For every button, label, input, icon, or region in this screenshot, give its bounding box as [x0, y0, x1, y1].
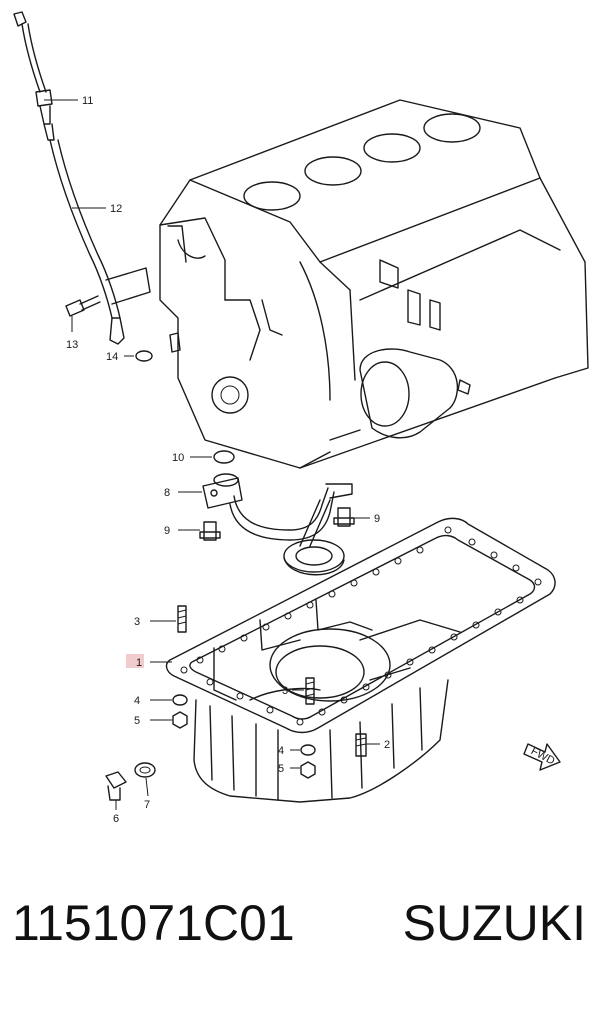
callout-3-left: 3 [134, 616, 140, 628]
stud-center [305, 677, 315, 705]
oil-level-dipstick [13, 11, 47, 93]
nut-right [300, 761, 316, 779]
strainer-bolt-right [333, 507, 355, 527]
dipstick-handle [35, 89, 55, 141]
flange-bolt-holes [180, 526, 542, 726]
engine-block [159, 99, 589, 469]
part-number: 1151071C01 [12, 895, 295, 951]
callout-1: 1 [136, 657, 142, 669]
nut-left [172, 711, 188, 729]
callout-3-center: 3 [282, 685, 288, 697]
callout-6: 6 [113, 813, 119, 825]
callout-11: 11 [82, 95, 93, 107]
callout-9-right: 9 [374, 513, 380, 525]
callout-10: 10 [172, 452, 184, 464]
brand-name: SUZUKI [402, 895, 586, 951]
exploded-view-drawing: FWD 11 12 13 14 10 8 9 9 3 1 3 4 5 2 4 5… [13, 11, 589, 825]
bracket-bolt [65, 295, 101, 317]
parts-diagram: FWD 11 12 13 14 10 8 9 9 3 1 3 4 5 2 4 5… [13, 11, 589, 825]
stud-right [355, 733, 367, 757]
washer-left [172, 694, 188, 706]
callout-2: 2 [384, 739, 390, 751]
callout-14: 14 [106, 351, 118, 363]
callout-4-right: 4 [278, 745, 284, 757]
oil-strainer-gasket [213, 450, 235, 464]
leader-lines [44, 99, 380, 810]
drain-plug [105, 771, 127, 801]
forward-direction-arrow: FWD [523, 743, 561, 771]
callout-4-left: 4 [134, 695, 140, 707]
oil-pan [165, 517, 556, 803]
highlight-marker [126, 654, 144, 668]
callout-8: 8 [164, 487, 170, 499]
callout-13: 13 [66, 339, 78, 351]
dipstick-o-ring [135, 350, 153, 362]
callout-9-left: 9 [164, 525, 170, 537]
dipstick-guide-tube [49, 139, 151, 345]
callout-7: 7 [144, 799, 150, 811]
callout-5-left: 5 [134, 715, 140, 727]
callout-12: 12 [110, 203, 122, 215]
fwd-label: FWD [529, 745, 557, 767]
drain-plug-gasket [134, 762, 156, 778]
oil-strainer [202, 473, 353, 576]
stud-left [177, 605, 187, 633]
callout-5-right: 5 [278, 763, 284, 775]
strainer-bolt-left [199, 521, 221, 541]
washer-right [300, 744, 316, 756]
